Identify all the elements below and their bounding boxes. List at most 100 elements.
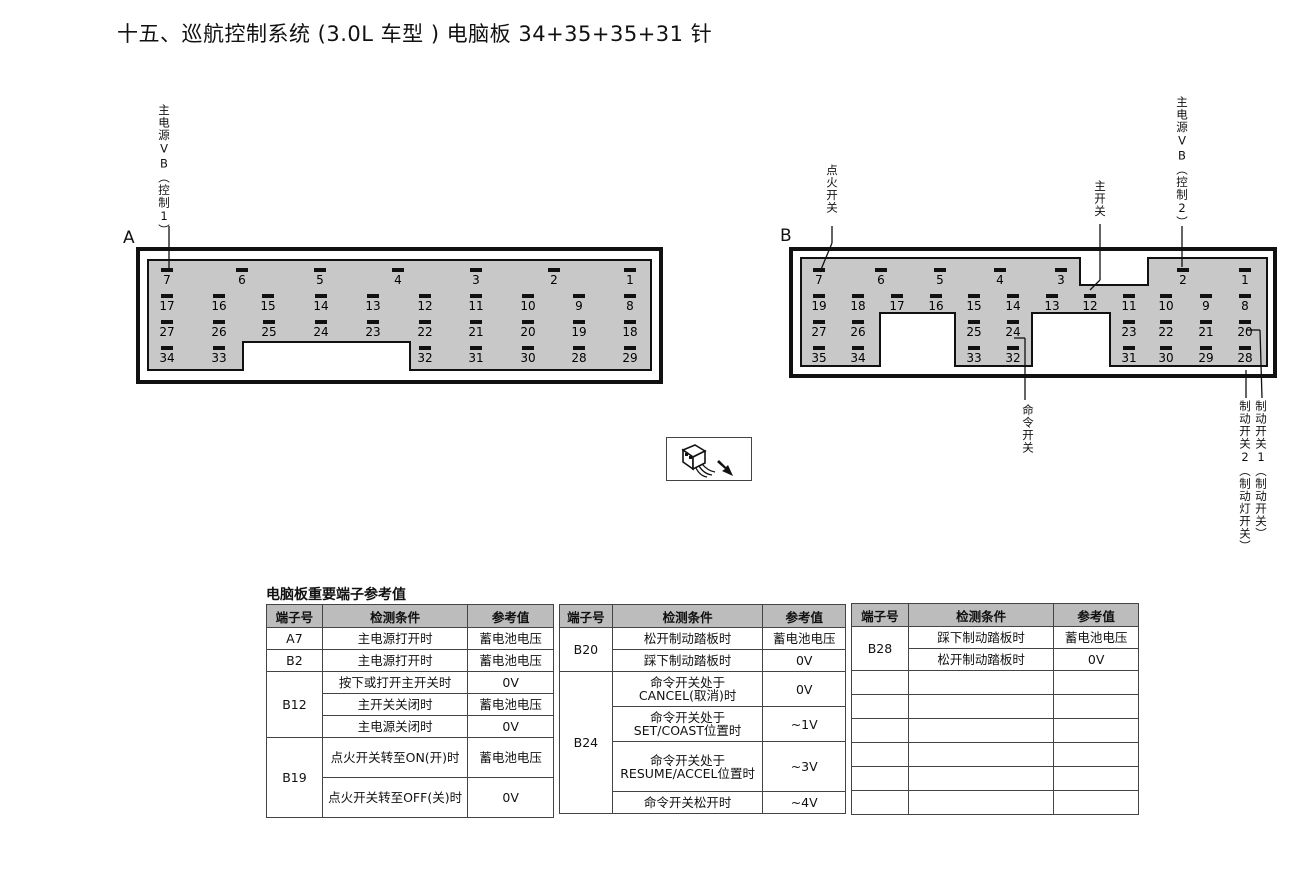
connector-a-pin-number: 3 — [472, 273, 480, 287]
connector-b-pin-contact — [1239, 294, 1251, 298]
connector-b-pin-number: 7 — [815, 273, 823, 287]
connector-a-pin: 27 — [159, 320, 175, 339]
connector-a-pin-number: 28 — [571, 351, 586, 365]
connector-a-pin-contact — [419, 320, 431, 324]
connector-b-pin-number: 23 — [1121, 325, 1136, 339]
connector-a-pin-number: 34 — [159, 351, 174, 365]
connector-a-pin: 8 — [624, 294, 636, 313]
connector-a-pin: 31 — [468, 346, 484, 365]
connector-a-pin-number: 4 — [394, 273, 402, 287]
connector-a-pin-number: 6 — [238, 273, 246, 287]
connector-b-pin: 2 — [1177, 268, 1189, 287]
connector-a-pin-contact — [573, 294, 585, 298]
connector-plug-icon — [666, 437, 752, 481]
condition-cell: 松开制动踏板时 — [611, 627, 764, 650]
connector-a-pin-number: 31 — [468, 351, 483, 365]
connector-a-pin-contact — [573, 346, 585, 350]
connector-b-pin-contact — [1239, 320, 1251, 324]
connector-b-pin: 15 — [966, 294, 982, 313]
connector-b-pin-contact — [813, 294, 825, 298]
connector-a-pin-contact — [367, 320, 379, 324]
condition-cell: 主电源关闭时 — [321, 715, 469, 738]
terminal-cell: B24 — [559, 671, 613, 814]
connector-a-pin: 23 — [365, 320, 381, 339]
empty-cell — [1053, 766, 1139, 791]
table-row: 命令开关处于RESUME/ACCEL位置时~3V — [560, 741, 846, 792]
terminal-cell: B20 — [559, 627, 613, 672]
table-row-empty — [851, 742, 1139, 767]
connector-b-pin: 16 — [928, 294, 944, 313]
connector-a-pin-contact — [161, 294, 173, 298]
connector-b-pin-contact — [1007, 346, 1019, 350]
empty-cell — [851, 718, 909, 743]
connector-b-pin: 12 — [1082, 294, 1098, 313]
terminal-cell: B19 — [266, 737, 323, 818]
connector-b-pin: 5 — [934, 268, 946, 287]
connector-b-pin-contact — [934, 268, 946, 272]
connector-a-pin: 12 — [417, 294, 433, 313]
connector-a-pin-number: 18 — [622, 325, 637, 339]
connector-a-pin-contact — [470, 268, 482, 272]
value-cell: 蓄电池电压 — [467, 693, 554, 716]
connector-b-pin-contact — [875, 268, 887, 272]
connector-b-pin-contact — [1160, 294, 1172, 298]
terminal-cell: A7 — [266, 627, 323, 650]
connector-b-pin-contact — [1084, 294, 1096, 298]
empty-cell — [851, 766, 909, 791]
condition-cell: 点火开关转至OFF(关)时 — [321, 777, 469, 818]
connector-b-pin-contact — [1123, 320, 1135, 324]
value-cell: 0V — [762, 671, 846, 707]
connector-a-pin-number: 10 — [520, 299, 535, 313]
connector-b-pin-contact — [813, 346, 825, 350]
connector-a-pin: 15 — [260, 294, 276, 313]
connector-a-pin-number: 32 — [417, 351, 432, 365]
connector-b-pin-number: 21 — [1198, 325, 1213, 339]
connector-b-pin-contact — [1046, 294, 1058, 298]
empty-cell — [851, 694, 909, 719]
condition-cell: 命令开关处于RESUME/ACCEL位置时 — [611, 741, 764, 792]
header-terminal: 端子号 — [559, 604, 613, 628]
table-row-empty — [851, 718, 1139, 743]
connector-b-pin: 33 — [966, 346, 982, 365]
terminal-cell: B2 — [266, 649, 323, 672]
connector-a-pin: 21 — [468, 320, 484, 339]
connector-a-pin-contact — [392, 268, 404, 272]
connector-a-pin-contact — [367, 294, 379, 298]
connector-a-pin-contact — [315, 294, 327, 298]
empty-cell — [907, 670, 1055, 695]
connector-a-pin: 13 — [365, 294, 381, 313]
connector-b-pin: 13 — [1044, 294, 1060, 313]
connector-b-pin-number: 16 — [928, 299, 943, 313]
connector-b-pin-number: 30 — [1158, 351, 1173, 365]
connector-a-pin-number: 2 — [550, 273, 558, 287]
connector-b-pin: 28 — [1237, 346, 1253, 365]
connector-b-pin: 7 — [813, 268, 825, 287]
empty-cell — [1053, 694, 1139, 719]
header-value: 参考值 — [1053, 603, 1139, 627]
connector-b-pin-contact — [994, 268, 1006, 272]
connector-a-pin-number: 17 — [159, 299, 174, 313]
label-command-switch: 命令开关 — [1021, 404, 1035, 454]
connector-a-pin-number: 8 — [626, 299, 634, 313]
connector-b-pin-number: 33 — [966, 351, 981, 365]
connector-b-pin: 18 — [850, 294, 866, 313]
condition-cell: 按下或打开主开关时 — [321, 671, 469, 694]
connector-b-pin-contact — [1007, 294, 1019, 298]
header-value: 参考值 — [762, 604, 846, 628]
connector-a-pin: 34 — [159, 346, 175, 365]
label-main-switch: 主开关 — [1093, 180, 1107, 218]
terminal-cell: B12 — [266, 671, 323, 738]
value-cell: 蓄电池电压 — [1053, 626, 1139, 649]
connector-a-pin: 24 — [313, 320, 329, 339]
header-condition: 检测条件 — [907, 603, 1055, 627]
connector-a-pin: 9 — [573, 294, 585, 313]
header-condition: 检测条件 — [321, 604, 469, 628]
connector-a-pin: 33 — [211, 346, 227, 365]
connector-a-pin: 19 — [571, 320, 587, 339]
